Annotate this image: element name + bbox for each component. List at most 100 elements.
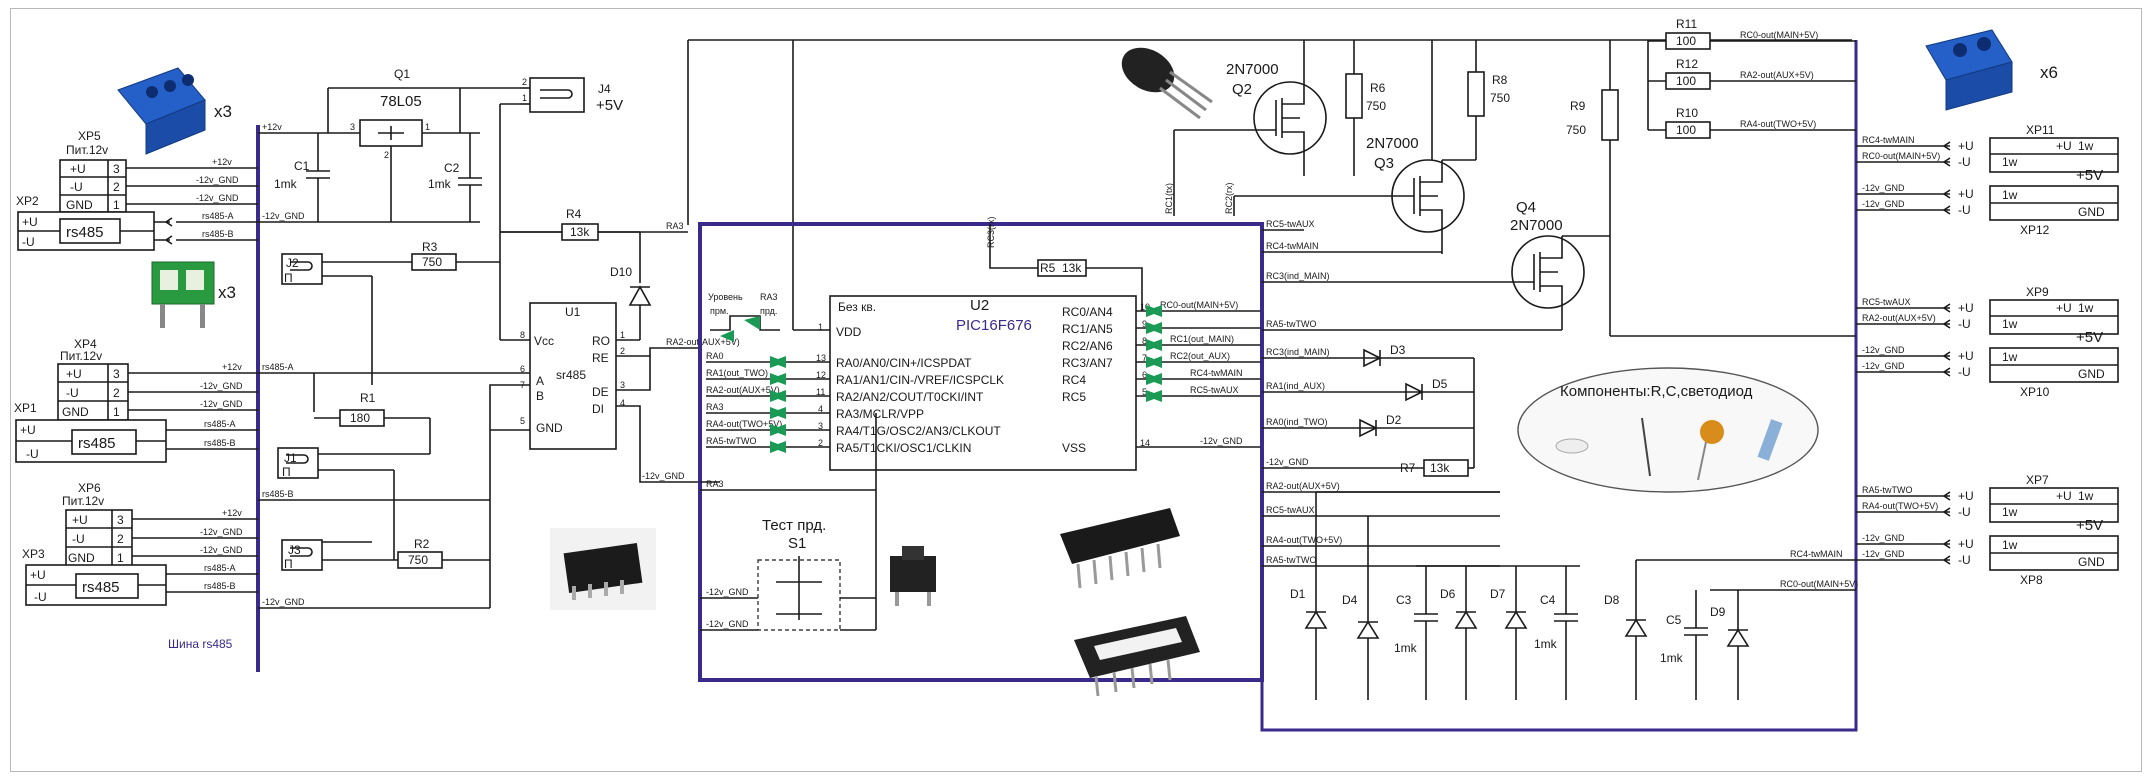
r12-value: 100 [1676, 74, 1696, 88]
net-label: -12v_GND [706, 587, 749, 597]
u1-pin-de: DE [592, 385, 609, 399]
u2-right-nums: 10 9 8 7 6 5 14 [1140, 302, 1150, 448]
level-label: Уровень [708, 292, 743, 302]
output-ref-top: XP9 [2026, 285, 2049, 299]
r4-value: 13k [570, 225, 590, 239]
u2-pin: VSS [1062, 441, 1086, 455]
right-terminal-multiplier: x6 [2040, 63, 2058, 82]
net-label: -12v_GND [1266, 457, 1309, 467]
output-pin-label: 1w [2078, 489, 2094, 503]
net-label: RA5-twTWO [706, 436, 757, 446]
net-label: -12v_GND [1862, 361, 1905, 371]
output-arrow [1942, 189, 1951, 199]
to92-photo [1121, 47, 1213, 120]
u1-pin-ro: RO [592, 334, 610, 348]
u2-pin: RC5 [1062, 390, 1086, 404]
signal-markers-left [770, 356, 786, 453]
output-pin-label: +U [1958, 301, 1974, 315]
u1-part: sr485 [556, 368, 586, 382]
components-caption: Компоненты:R,C,светодиод [1560, 383, 1753, 400]
output-pin-label: +U [1958, 139, 1974, 153]
xp1-pin1: +U [20, 423, 36, 437]
j3-ref: J3 [288, 543, 301, 557]
socket-photo [1074, 616, 1200, 697]
pin-num: 9 [1142, 319, 1147, 329]
output-pin-label: GND [2078, 367, 2105, 381]
d10-ref: D10 [610, 265, 632, 279]
u1-pin-re: RE [592, 351, 609, 365]
green-terminal-image [151, 261, 215, 328]
u2-note: Без кв. [838, 300, 876, 314]
net-label: RC4-twMAIN [1190, 368, 1243, 378]
output-pin-label: GND [2078, 555, 2105, 569]
r5-value: 13k [1062, 261, 1082, 275]
r6-ref: R6 [1370, 81, 1386, 95]
c4-ref: C4 [1540, 593, 1556, 607]
output-pin-label: 1w [2078, 301, 2094, 315]
net-label: -12v_GND [642, 471, 685, 481]
r2-value: 750 [408, 553, 428, 567]
net-label: -12v_GND [1862, 199, 1905, 209]
j1-ref: J1 [284, 451, 297, 465]
net-label: RA4-out(TWO+5V) [706, 419, 782, 429]
net-label: RC0-out(MAIN+5V) [1780, 579, 1858, 589]
r1-value: 180 [350, 411, 370, 425]
net-label: -12v_GND [1200, 436, 1243, 446]
level-label: прд. [760, 306, 777, 316]
net-label: -12v_GND [196, 193, 239, 203]
q3-ref: Q3 [1374, 155, 1394, 172]
svg-text:1: 1 [522, 93, 527, 103]
c5-ref: C5 [1666, 613, 1682, 627]
net-label: RC4-twMAIN [1862, 135, 1915, 145]
c3-value: 1mk [1394, 641, 1418, 655]
xp4-ref: XP4 [74, 337, 97, 351]
net-label: RC5-twAUX [1862, 297, 1911, 307]
net-label: RA4-out(TWO+5V) [1266, 535, 1342, 545]
xp5-sub: Пит.12v [66, 143, 108, 157]
pin-num: 3 [818, 421, 823, 431]
output-pin-label: +U [2056, 301, 2072, 315]
u2-body [829, 295, 1137, 471]
output-pin-label: -U [1958, 317, 1971, 331]
net-label: RA2-out(AUX+5V) [1266, 481, 1340, 491]
xp2-pin1: +U [22, 215, 38, 229]
net-label: -12v_GND [200, 527, 243, 537]
net-label: RA5-twTWO [1266, 319, 1317, 329]
output-arrow [1942, 303, 1951, 313]
output-voltage: +5V [2076, 329, 2103, 346]
net-label: +12v [262, 122, 282, 132]
u1-pin-vcc: Vcc [534, 334, 554, 348]
u2-pin: RA2/AN2/COUT/T0CKI/INT [836, 390, 984, 404]
net-label: rs485-A [202, 211, 234, 221]
s1-body[interactable] [757, 559, 841, 631]
d9-ref: D9 [1710, 605, 1726, 619]
net-label: RC0-out(MAIN+5V) [1160, 300, 1238, 310]
blue-terminal-image [117, 67, 206, 155]
u2-pin: RA3/MCLR/VPP [836, 407, 924, 421]
output-voltage: +5V [2076, 167, 2103, 184]
pin-num: 10 [1140, 302, 1150, 312]
output-arrow [1942, 539, 1951, 549]
output-pin-label: -U [1958, 505, 1971, 519]
r1-ref: R1 [360, 391, 376, 405]
blue-terminal-multiplier: x3 [214, 102, 232, 121]
xp3-label: rs485 [82, 579, 120, 596]
xp2-ref: XP2 [16, 194, 39, 208]
net-label: RA0 [706, 351, 724, 361]
pin-num: 11 [816, 387, 825, 397]
components-photo [1555, 417, 1783, 481]
output-ref-top: XP11 [2026, 123, 2055, 137]
connector-xp3: XP3 +U -U rs485 [22, 547, 167, 606]
u2-pin: RC1/AN5 [1062, 322, 1113, 336]
output-arrow [1942, 351, 1951, 361]
net-label: -12v_GND [196, 175, 239, 185]
svg-text:2: 2 [522, 77, 527, 87]
xp5-pin3: 1 [113, 198, 120, 212]
output-ref-bottom: XP10 [2020, 385, 2050, 399]
q4-symbol [1511, 235, 1585, 309]
u1-pin-di: DI [592, 402, 604, 416]
output-block-top [1989, 299, 2119, 335]
u2-left-nums: 1 13 12 11 4 3 2 [816, 322, 826, 448]
xp5-pin2: 2 [113, 180, 120, 194]
